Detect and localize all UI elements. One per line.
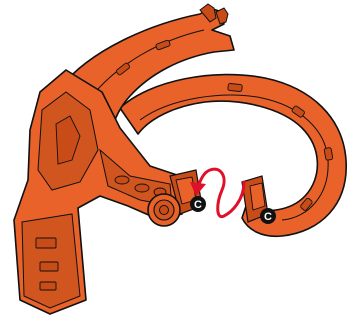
right-arc-slot	[228, 83, 243, 91]
left-arm-leg-slot	[36, 238, 56, 248]
callout-c-left: C	[190, 196, 206, 212]
left-arm-leg-slot	[40, 282, 56, 290]
callout-label: C	[264, 211, 272, 223]
right-arc-end-tab	[250, 183, 265, 210]
left-arm-leg	[22, 214, 80, 308]
right-arc-slot	[324, 147, 333, 160]
roller-part	[148, 194, 180, 226]
callout-label: C	[194, 199, 202, 211]
assembly-arrow-path	[198, 169, 244, 217]
callout-c-right: C	[260, 208, 276, 224]
left-arm-leg-slot	[40, 262, 58, 271]
left-arm-cutout	[115, 176, 129, 184]
left-arm-cutout	[135, 184, 149, 192]
roller-hub	[160, 206, 169, 215]
